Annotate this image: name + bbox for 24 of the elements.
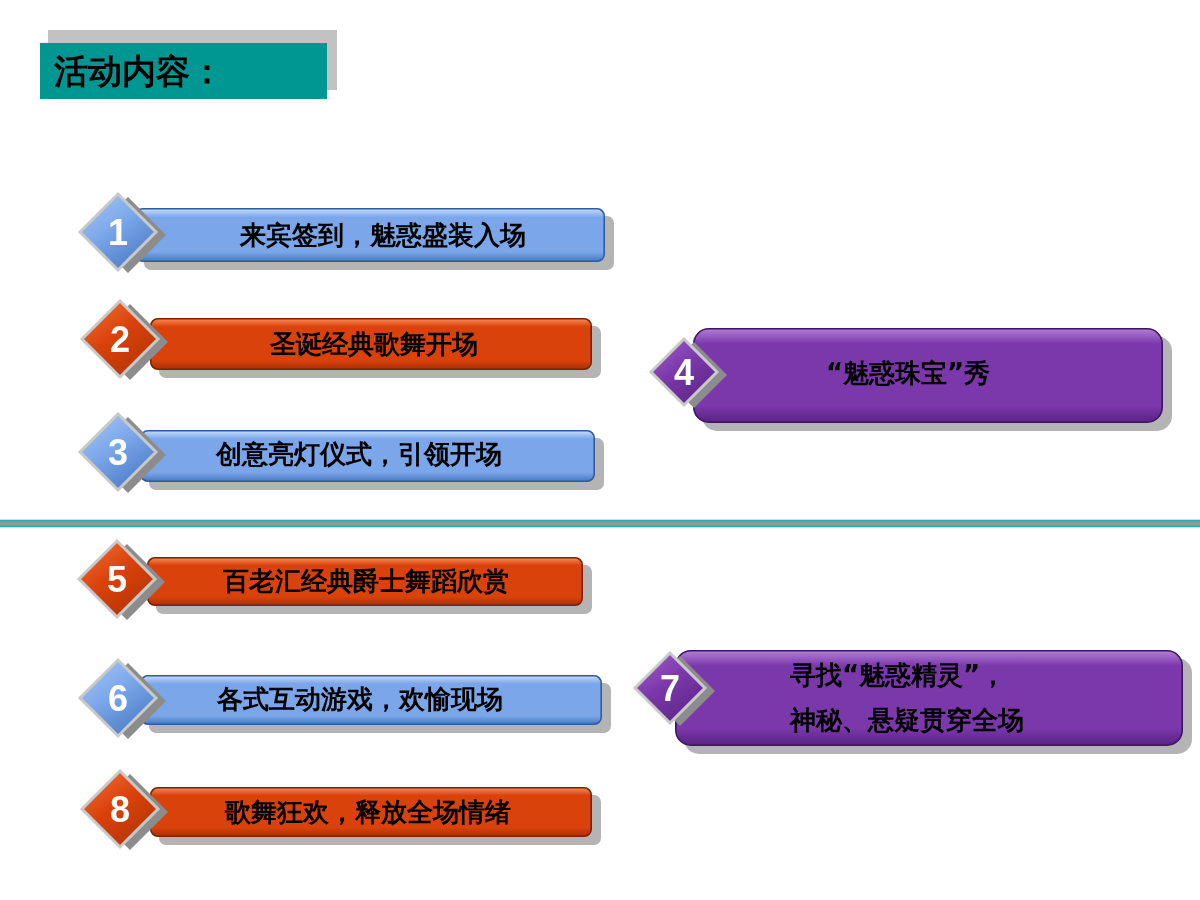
step-label: 歌舞狂欢，释放全场情绪	[225, 797, 511, 827]
step-bar	[147, 557, 592, 614]
step-bar	[140, 675, 611, 733]
step-bar	[150, 787, 601, 845]
step-number: 6	[108, 680, 128, 718]
step-label: 圣诞经典歌舞开场	[270, 329, 478, 359]
title-text: 活动内容：	[54, 51, 224, 91]
step-number: 3	[108, 434, 128, 472]
step-label: 来宾签到，魅惑盛装入场	[240, 220, 526, 250]
step-bar	[140, 430, 604, 490]
step-bar	[150, 318, 601, 378]
step-number: 8	[110, 791, 130, 829]
step-bar	[693, 328, 1172, 431]
step-label: 寻找“魅惑精灵”，	[790, 660, 1007, 690]
step-number: 5	[107, 561, 127, 599]
step-number: 2	[110, 321, 130, 359]
step-label: 创意亮灯仪式，引领开场	[216, 439, 502, 469]
step-number: 7	[660, 670, 680, 708]
step-number: 4	[674, 354, 694, 392]
step-label: “魅惑珠宝”秀	[825, 358, 991, 388]
step-number: 1	[108, 214, 128, 252]
step-label: 神秘、悬疑贯穿全场	[790, 705, 1024, 735]
step-label: 百老汇经典爵士舞蹈欣赏	[223, 566, 509, 596]
step-label: 各式互动游戏，欢愉现场	[217, 684, 503, 714]
